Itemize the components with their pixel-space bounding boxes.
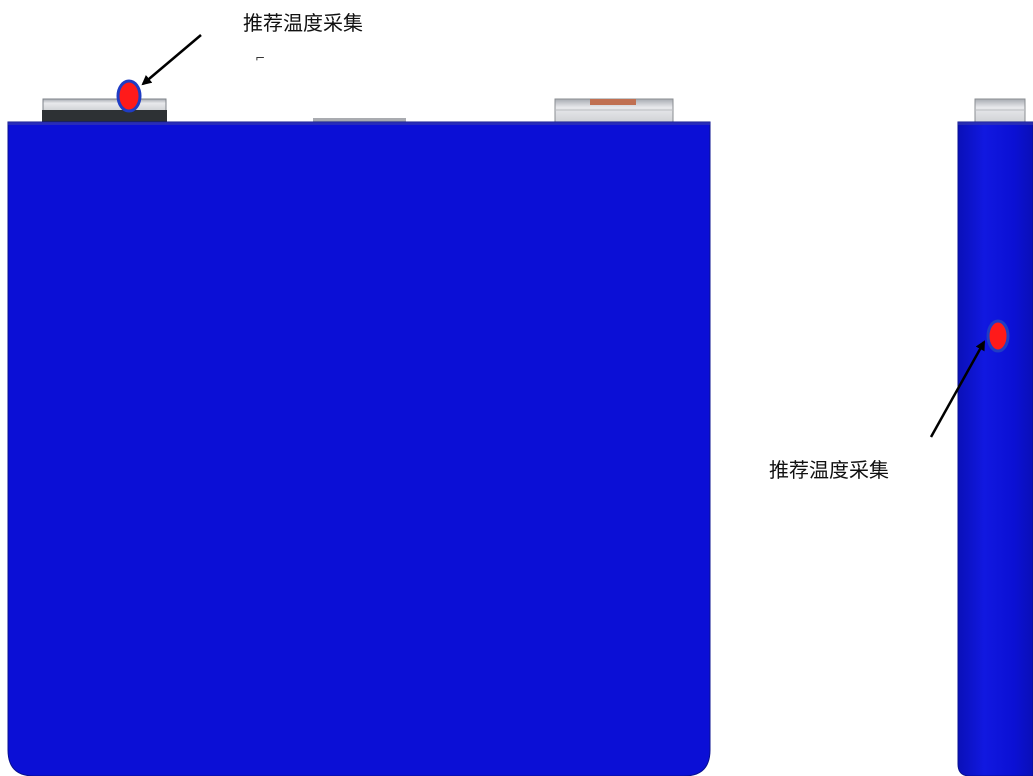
top-sensor-label: 推荐温度采集	[243, 11, 363, 35]
negative-terminal	[42, 98, 167, 123]
vent	[313, 118, 406, 123]
temperature-sensor-dot-icon	[116, 79, 142, 113]
small-mark: ⌐	[255, 51, 266, 65]
arrow-icon	[929, 340, 986, 438]
side-sensor-label: 推荐温度采集	[769, 458, 889, 482]
temperature-sensor-dot-icon	[986, 319, 1010, 353]
side-terminal	[974, 98, 1026, 124]
positive-terminal	[554, 98, 674, 124]
arrow-icon	[141, 34, 202, 86]
cell-body-side	[957, 121, 1033, 776]
cell-body-front	[7, 121, 711, 776]
